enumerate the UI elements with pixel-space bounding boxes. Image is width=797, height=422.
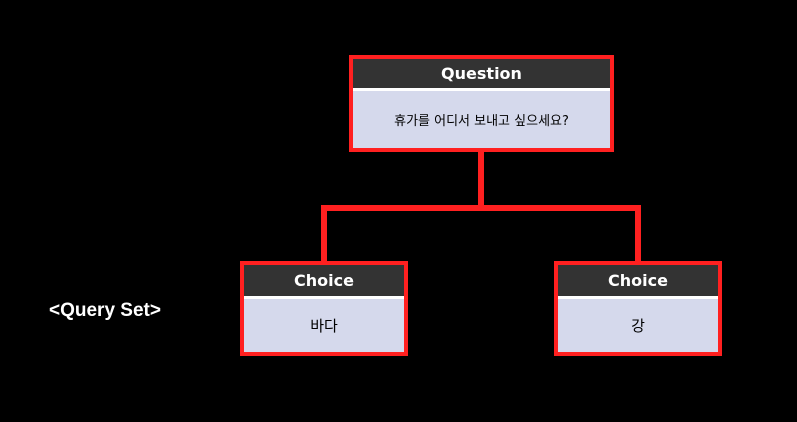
- choice-text: 바다: [310, 317, 338, 335]
- choice-header: Choice: [558, 265, 718, 299]
- question-node: Question 휴가를 어디서 보내고 싶으세요?: [349, 55, 614, 152]
- query-set-label: <Query Set>: [49, 300, 161, 321]
- choice-node-sea: Choice 바다: [240, 261, 408, 356]
- choice-node-river: Choice 강: [554, 261, 722, 356]
- question-text: 휴가를 어디서 보내고 싶으세요?: [394, 114, 569, 129]
- choice-header: Choice: [244, 265, 404, 299]
- question-header: Question: [353, 59, 610, 91]
- choice-text: 강: [631, 317, 645, 335]
